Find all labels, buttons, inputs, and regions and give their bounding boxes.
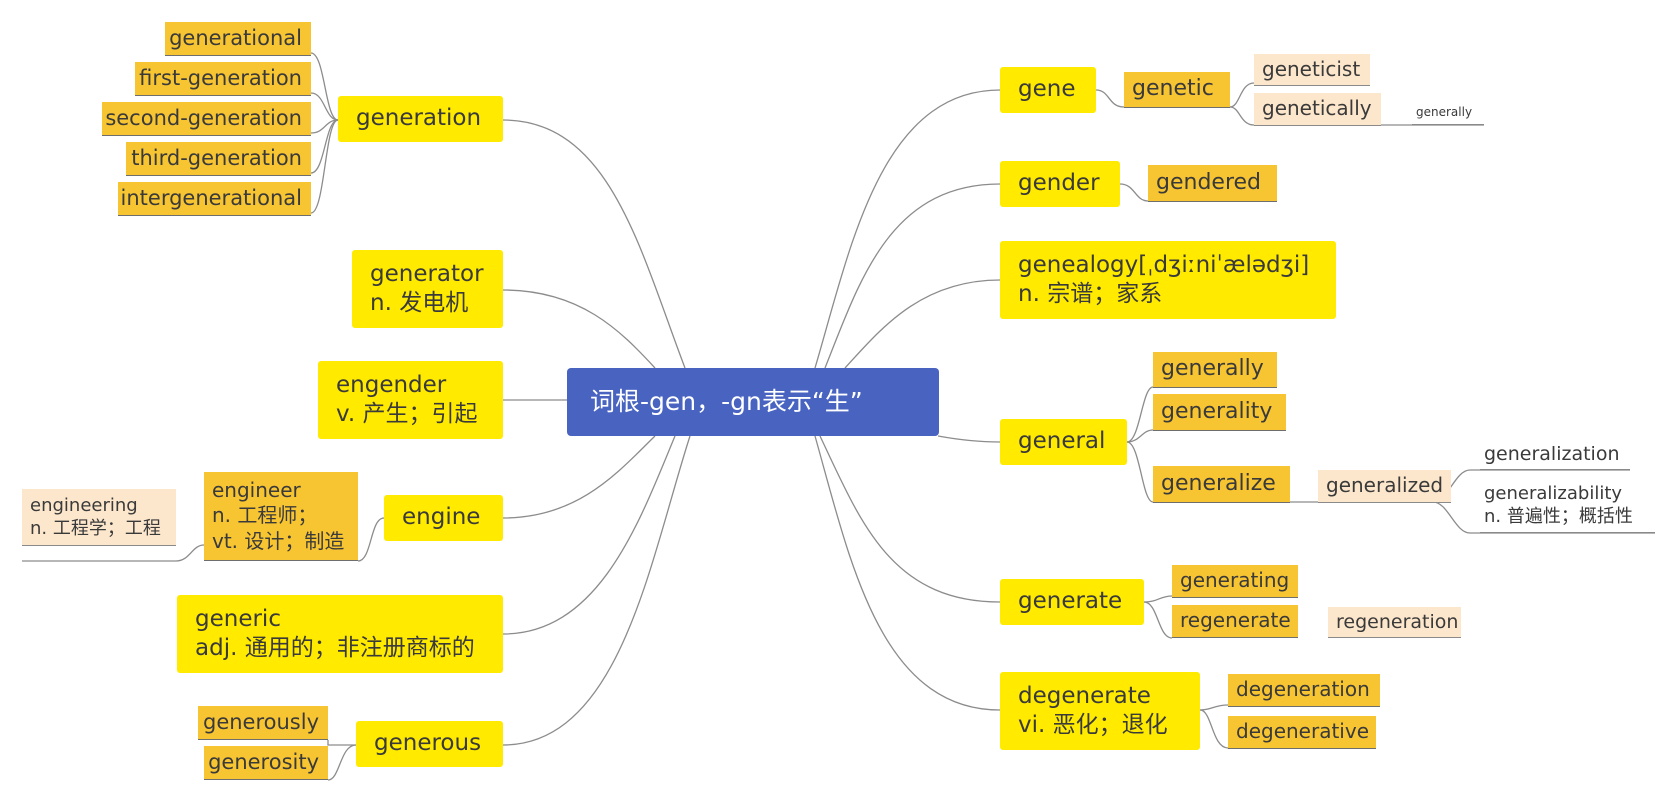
leaf-generalized[interactable]: generalized — [1318, 470, 1451, 503]
topic-generous[interactable]: generous — [356, 721, 503, 767]
topic-generate[interactable]: generate — [1000, 579, 1144, 625]
topic-gender[interactable]: gender — [1000, 161, 1120, 207]
topic-engine[interactable]: engine — [384, 495, 503, 541]
topic-general[interactable]: general — [1000, 419, 1127, 465]
topic-generic[interactable]: generic adj. 通用的；非注册商标的 — [177, 595, 503, 673]
subtopic-generality[interactable]: generality — [1153, 394, 1286, 431]
leaf-engineering[interactable]: engineering n. 工程学；工程 — [22, 489, 176, 546]
subtopic-degenerative[interactable]: degenerative — [1228, 716, 1376, 749]
topic-engender[interactable]: engender v. 产生；引起 — [318, 361, 503, 439]
subtopic-generosity[interactable]: generosity — [204, 746, 328, 780]
central-topic[interactable]: 词根-gen，-gn表示“生” — [567, 368, 939, 436]
subtopic-generously[interactable]: generously — [198, 706, 328, 740]
topic-gene[interactable]: gene — [1000, 67, 1096, 113]
note-generally[interactable]: generally — [1412, 101, 1484, 125]
subtopic-generally[interactable]: generally — [1153, 352, 1277, 388]
leaf-generalizability[interactable]: generalizability n. 普遍性；概括性 — [1480, 478, 1655, 533]
subtopic-gendered[interactable]: gendered — [1148, 165, 1277, 202]
subtopic-generational[interactable]: generational — [165, 22, 311, 56]
leaf-generalization[interactable]: generalization — [1480, 440, 1630, 470]
subtopic-generalize[interactable]: generalize — [1153, 466, 1290, 503]
subtopic-genetic[interactable]: genetic — [1124, 72, 1230, 108]
central-topic-label: 词根-gen，-gn表示“生” — [590, 387, 863, 416]
topic-genealogy[interactable]: genealogy[ˌdʒiːniˈælədʒi] n. 宗谱；家系 — [1000, 241, 1336, 319]
subtopic-engineer[interactable]: engineer n. 工程师； vt. 设计；制造 — [204, 472, 358, 561]
subtopic-degeneration[interactable]: degeneration — [1228, 674, 1380, 707]
topic-generator[interactable]: generator n. 发电机 — [352, 250, 503, 328]
subtopic-first-generation[interactable]: first-generation — [135, 62, 311, 96]
leaf-genetically[interactable]: genetically — [1254, 93, 1381, 126]
subtopic-regenerate[interactable]: regenerate — [1172, 605, 1298, 638]
topic-label: generation — [356, 105, 482, 132]
topic-generation[interactable]: generation — [338, 96, 503, 142]
leaf-regeneration[interactable]: regeneration — [1328, 607, 1461, 638]
subtopic-third-generation[interactable]: third-generation — [126, 142, 311, 176]
subtopic-generating[interactable]: generating — [1172, 565, 1298, 598]
topic-degenerate[interactable]: degenerate vi. 恶化；退化 — [1000, 672, 1200, 750]
subtopic-intergenerational[interactable]: intergenerational — [118, 182, 311, 216]
subtopic-second-generation[interactable]: second-generation — [102, 102, 311, 136]
leaf-geneticist[interactable]: geneticist — [1254, 54, 1370, 86]
